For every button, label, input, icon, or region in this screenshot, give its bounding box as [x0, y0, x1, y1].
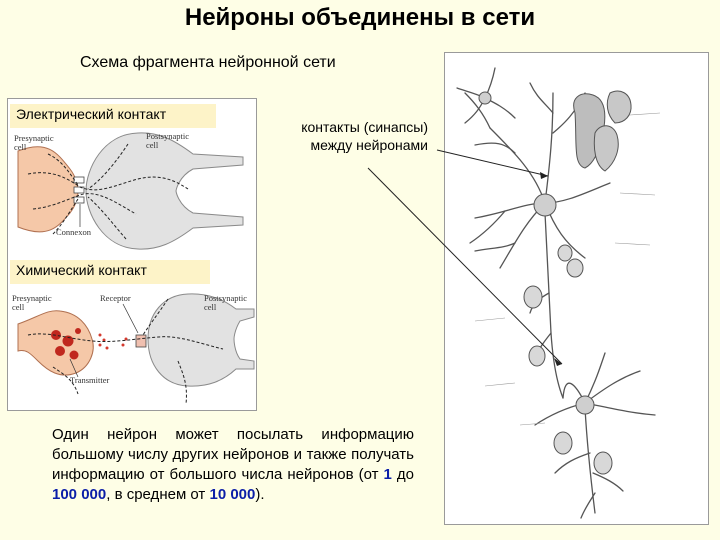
electrical-contact-label: Электрический контакт	[10, 104, 216, 128]
synapse-callout-label: контакты (синапсы) между нейронами	[276, 118, 428, 154]
connexon-label: Connexon	[56, 227, 92, 237]
neuron-network-illustration	[444, 52, 709, 525]
postsynaptic-cell-shape	[86, 133, 243, 249]
receptor-label: Receptor	[100, 293, 131, 303]
electrical-postsynaptic-label-2: cell	[146, 140, 159, 150]
connexon-channel-bottom	[74, 197, 84, 203]
synaptic-bouton	[558, 245, 572, 261]
synaptic-bouton	[529, 346, 545, 366]
synapse-diagram-graphic: Presynaptic cell Postsynaptic cell Conne…	[8, 99, 258, 412]
chemical-presynaptic-label-2: cell	[12, 302, 25, 312]
description-paragraph: Один нейрон может посылать информацию бо…	[52, 425, 414, 505]
chemical-synapse-figure: Presynaptic cell Receptor Postsynaptic c…	[12, 293, 254, 404]
connexon-channel-top	[74, 177, 84, 183]
synaptic-bouton	[594, 452, 612, 474]
transmitter-vesicle	[70, 351, 79, 360]
description-text-part1: Один нейрон может посылать информацию бо…	[52, 426, 414, 483]
receptor-shape	[136, 335, 146, 347]
neuron-soma-small	[479, 92, 491, 104]
description-text-part2: до	[392, 466, 414, 483]
chemical-contact-label: Химический контакт	[10, 260, 210, 284]
neuron-network-graphic	[445, 53, 710, 526]
description-number-max: 100 000	[52, 486, 106, 503]
page-title: Нейроны объединены в сети	[0, 4, 720, 32]
presynaptic-terminal-shape	[18, 311, 93, 375]
description-text-part3: , в среднем от	[106, 486, 209, 503]
presynaptic-cell-shape	[18, 147, 78, 232]
synapse-callout-line-1: контакты (синапсы)	[276, 118, 428, 136]
postsynaptic-target-shape	[148, 294, 254, 386]
axon-terminal-large	[594, 126, 618, 171]
description-number-min: 1	[384, 466, 392, 483]
synaptic-bouton	[567, 259, 583, 277]
neuron-soma-upper	[534, 194, 556, 216]
transmitter-vesicle	[55, 346, 65, 356]
electrical-synapse-figure: Presynaptic cell Postsynaptic cell Conne…	[14, 131, 243, 249]
description-number-average: 10 000	[209, 486, 255, 503]
electrical-presynaptic-label-2: cell	[14, 142, 27, 152]
axon-terminal-large	[607, 91, 631, 123]
chemical-postsynaptic-label-2: cell	[204, 302, 217, 312]
neuron-soma-lower	[576, 396, 594, 414]
diagram-subtitle: Схема фрагмента нейронной сети	[80, 54, 336, 72]
transmitter-vesicle	[51, 330, 61, 340]
synaptic-bouton	[554, 432, 572, 454]
synaptic-bouton	[524, 286, 542, 308]
synapse-callout-line-2: между нейронами	[276, 136, 428, 154]
synapse-diagram-panel: Presynaptic cell Postsynaptic cell Conne…	[7, 98, 257, 411]
description-text-part4: ).	[255, 486, 264, 503]
transmitter-label: Transmitter	[70, 375, 110, 385]
